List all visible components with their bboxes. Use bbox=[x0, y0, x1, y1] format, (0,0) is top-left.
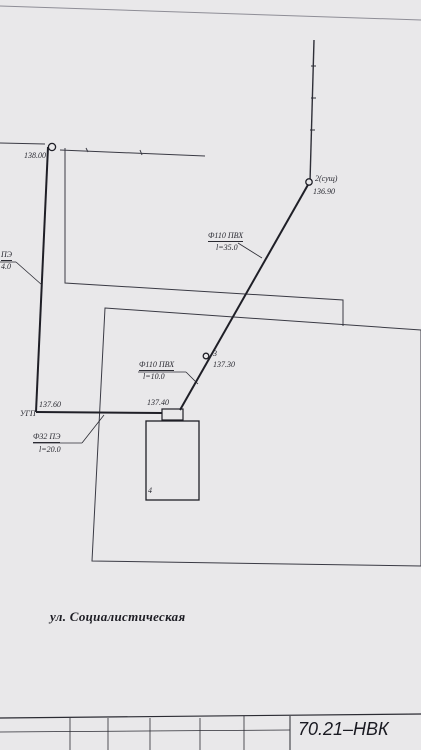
ugp-label: УГП bbox=[20, 409, 36, 418]
node-2-existing bbox=[305, 178, 313, 186]
pe32-leader bbox=[81, 414, 105, 444]
building-4 bbox=[145, 420, 200, 501]
pe-left-length: 4.0 bbox=[1, 262, 11, 271]
building-entry bbox=[161, 408, 184, 421]
lower-pvh-leader bbox=[185, 371, 199, 385]
pe-left-name: ПЭ bbox=[1, 250, 13, 261]
upper-pvh-length: l=35.0 bbox=[216, 243, 238, 252]
lot-outline bbox=[91, 307, 421, 567]
left-boundary-line bbox=[0, 142, 46, 145]
sheet-top-edge bbox=[0, 5, 421, 21]
node-2-label: 2(сущ) bbox=[315, 174, 338, 183]
node-2-elevation: 136.90 bbox=[313, 187, 335, 196]
node-3-label: 3 bbox=[213, 349, 217, 358]
building-elevation: 137.40 bbox=[147, 398, 169, 407]
parcel-boundary bbox=[64, 148, 344, 326]
node-left-elevation: 138.00 bbox=[24, 151, 46, 160]
upper-pvh-leader bbox=[237, 242, 263, 259]
pe32-length: l=20.0 bbox=[39, 445, 61, 454]
street-name: ул. Социалистическая bbox=[50, 609, 186, 624]
node-left bbox=[47, 142, 57, 152]
pe-left-leader bbox=[15, 261, 43, 286]
top-boundary-line bbox=[59, 149, 206, 157]
pe32-line bbox=[35, 411, 163, 414]
stamp-top-line bbox=[0, 713, 421, 719]
drawing-code: 70.21–НВК bbox=[298, 719, 389, 739]
upper-pvh-name: Ф110 ПВХ bbox=[208, 231, 244, 242]
pe32-name: Ф32 ПЭ bbox=[33, 432, 61, 443]
building-number: 4 bbox=[148, 486, 152, 495]
lower-pvh-name: Ф110 ПВХ bbox=[139, 360, 175, 371]
pvh-pipe-line bbox=[179, 182, 310, 411]
pe-left-line bbox=[35, 146, 49, 413]
ugp-elevation: 137.60 bbox=[39, 400, 61, 409]
existing-main-line bbox=[309, 39, 315, 183]
lower-pvh-length: l=10.0 bbox=[143, 372, 165, 381]
node-3-elevation: 137.30 bbox=[213, 360, 235, 369]
node-3 bbox=[202, 352, 210, 360]
